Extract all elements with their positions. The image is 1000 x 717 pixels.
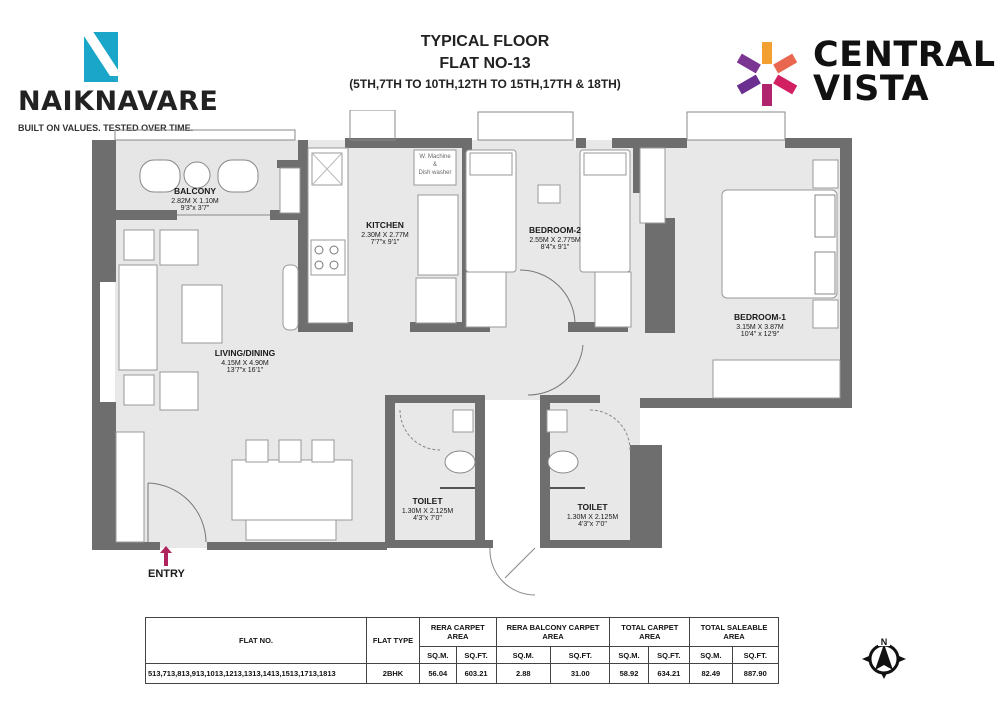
table-row: 513,713,813,913,1013,1213,1313,1413,1513… xyxy=(145,663,780,684)
floor-plan xyxy=(92,110,852,596)
room-label-bedroom-2: BEDROOM-2 2.55M X 2.775M 8'4"x 9'1" xyxy=(529,225,581,251)
svg-text:N: N xyxy=(881,637,888,647)
north-compass-icon: N xyxy=(862,636,906,679)
title-floor: TYPICAL FLOOR xyxy=(420,33,550,50)
developer-tagline: BUILT ON VALUES. TESTED OVER TIME. xyxy=(18,123,194,133)
developer-name: NAIKNAVARE xyxy=(18,86,219,117)
naiknavare-mark-icon xyxy=(81,32,122,82)
header-flat-type: FLAT TYPE xyxy=(366,617,420,664)
header-total-saleable: TOTAL SALEABLE AREA xyxy=(689,617,779,647)
header-rera-carpet: RERA CARPET AREA xyxy=(419,617,497,647)
room-label-bedroom-1: BEDROOM-1 3.15M X 3.87M 10'4" x 12'9" xyxy=(734,312,786,338)
title-floors-list: (5TH,7TH TO 10TH,12TH TO 15TH,17TH & 18T… xyxy=(349,77,621,91)
header-rera-balcony: RERA BALCONY CARPET AREA xyxy=(495,617,611,647)
entry-arrow-icon xyxy=(160,546,172,566)
page-title: TYPICAL FLOOR FLAT NO-13 (5TH,7TH TO 10T… xyxy=(320,32,650,92)
project-name: CENTRAL VISTA xyxy=(813,35,996,109)
area-table: FLAT NO. FLAT TYPE RERA CARPET AREA RERA… xyxy=(145,617,780,684)
room-label-kitchen: KITCHEN 2.30M X 2.77M 7'7"x 9'1" xyxy=(361,220,409,246)
washing-machine-label: W. Machine & Dish washer xyxy=(418,154,452,176)
room-label-living-dining: LIVING/DINING 4.15M X 4.90M 13'7"x 16'1" xyxy=(214,348,276,374)
header-flat-no: FLAT NO. xyxy=(145,617,367,664)
room-label-toilet-1: TOILET 1.30M X 2.125M 4'3"x 7'0" xyxy=(401,496,454,522)
entry-label: ENTRY xyxy=(148,568,185,580)
room-label-balcony: BALCONY 2.82M X 1.10M 9'3"x 3'7" xyxy=(171,186,219,212)
project-logo: CENTRAL VISTA xyxy=(735,38,995,108)
central-vista-star-icon xyxy=(736,42,798,106)
header-total-carpet: TOTAL CARPET AREA xyxy=(609,617,691,647)
title-flat: FLAT NO-13 xyxy=(439,55,531,72)
room-label-toilet-2: TOILET 1.30M X 2.125M 4'3"x 7'0" xyxy=(566,502,619,528)
